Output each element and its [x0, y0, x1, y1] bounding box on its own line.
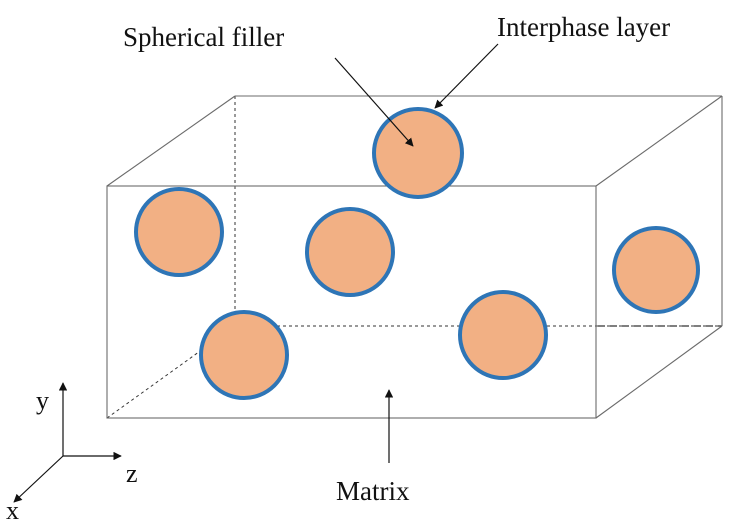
top-right-depth-edge: [595, 95, 723, 187]
filler-particle: [199, 310, 289, 400]
bottom-left-depth-hidden-edge: [106, 325, 236, 419]
front-face: [106, 185, 597, 419]
top-left-depth-edge: [106, 95, 236, 187]
filler-particle: [134, 187, 224, 277]
interphase-layer-label: Interphase layer: [497, 12, 670, 42]
spherical-filler-arrow: [334, 57, 414, 147]
matrix-label: Matrix: [336, 476, 410, 506]
filler-particle: [612, 226, 700, 314]
x-axis-label: x: [6, 496, 19, 521]
z-axis-label: z: [126, 459, 138, 488]
spherical-filler-label: Spherical filler: [123, 22, 284, 52]
x-axis-arrow: [13, 455, 64, 503]
filler-particles: [134, 107, 700, 400]
matrix-box: [106, 95, 723, 419]
filler-particle: [458, 290, 548, 380]
bottom-right-depth-edge: [595, 325, 723, 419]
interphase-layer-arrow: [434, 43, 499, 109]
y-axis-label: y: [36, 386, 49, 415]
filler-particle: [305, 207, 395, 297]
filler-particle: [372, 107, 464, 199]
coordinate-axes: y z x: [6, 382, 138, 521]
